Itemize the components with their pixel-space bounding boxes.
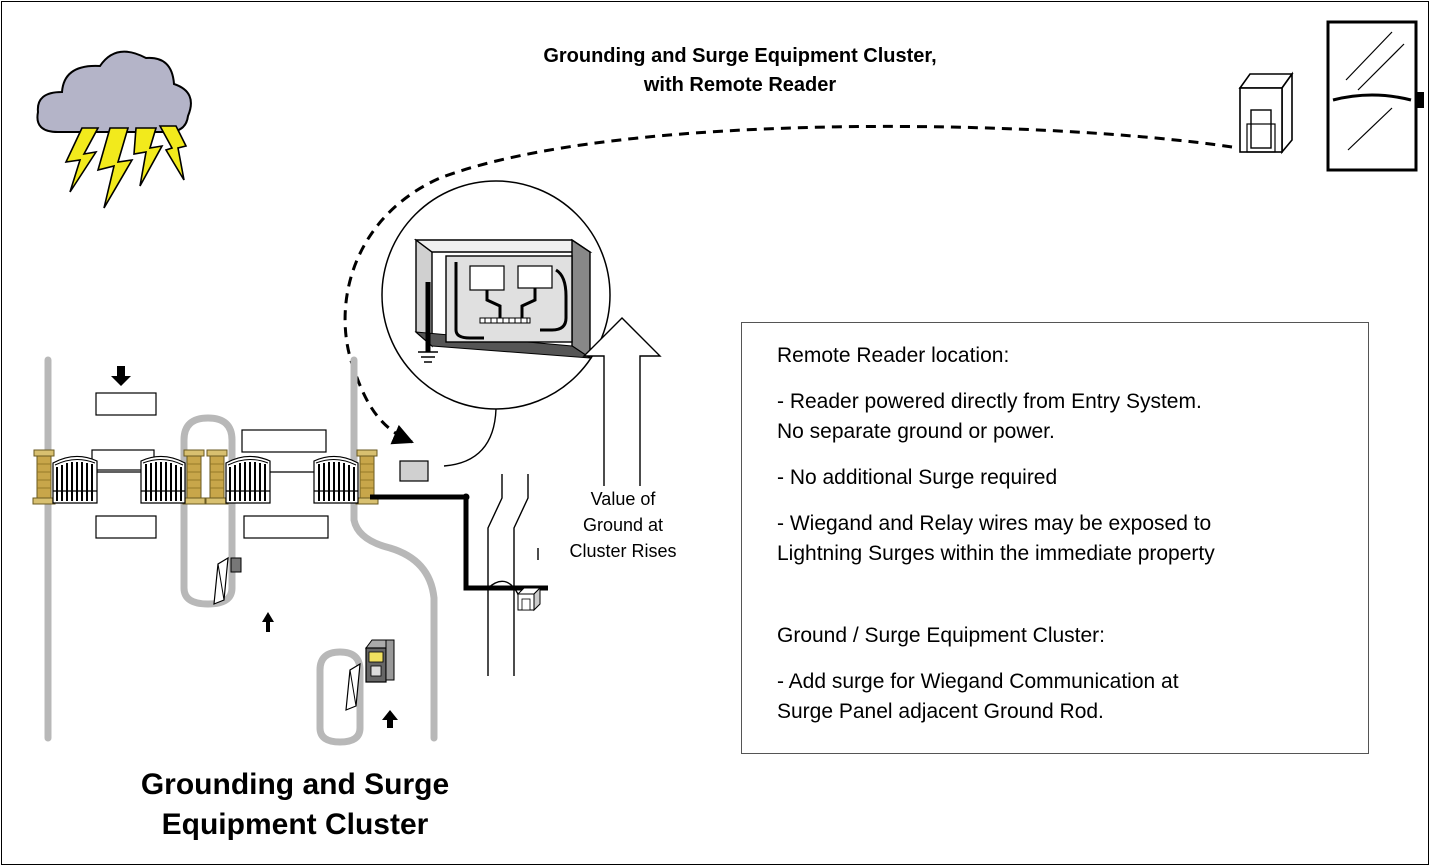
- ground-rise-label: Value of Ground at Cluster Rises: [548, 486, 698, 564]
- street-curb: [487, 474, 539, 676]
- remote-reader-note-power: - Reader powered directly from Entry Sys…: [777, 390, 1202, 443]
- lightning-bolt-icon: [64, 125, 188, 209]
- remote-reader-note-surge: - No additional Surge required: [777, 466, 1058, 489]
- remote-reader-icon: [1238, 71, 1294, 155]
- equipment-box-icon: [91, 392, 329, 539]
- surge-panel-callout: [381, 180, 611, 467]
- cluster-caption-line-1: Grounding and Surge: [140, 768, 450, 801]
- pedestal-box-icon: [516, 586, 542, 612]
- title-line-2: with Remote Reader: [643, 74, 837, 96]
- keypad-pedestal-icon: [365, 639, 395, 683]
- rising-ground-arrow: [582, 317, 662, 486]
- cluster-heading: Ground / Surge Equipment Cluster:: [777, 624, 1106, 647]
- ground-rise-label-line-3: Cluster Rises: [569, 541, 677, 561]
- notes-panel: Remote Reader location: - Reader powered…: [741, 322, 1369, 754]
- wiegand-wire-path: [343, 124, 1233, 445]
- diagram-title: Grounding and Surge Equipment Cluster, w…: [430, 42, 1050, 100]
- surge-panel-icon: [445, 255, 573, 343]
- cluster-note-wiegand: - Add surge for Wiegand Communication at…: [777, 670, 1179, 723]
- driveway-lanes: [44, 356, 438, 746]
- glass-door-icon: [1326, 20, 1424, 172]
- ground-rise-label-line-1: Value of: [590, 489, 656, 509]
- title-line-1: Grounding and Surge Equipment Cluster,: [543, 45, 937, 67]
- remote-reader-note-wires: - Wiegand and Relay wires may be exposed…: [777, 512, 1215, 565]
- remote-reader-heading: Remote Reader location:: [777, 344, 1010, 367]
- ground-symbol-icon: [418, 282, 438, 363]
- field-surge-box: [399, 460, 429, 482]
- cluster-caption: Grounding and Surge Equipment Cluster: [90, 765, 500, 845]
- buried-cable: [370, 494, 548, 591]
- card-reader-post-icon: [213, 557, 361, 711]
- ground-rise-label-line-2: Ground at: [582, 515, 664, 535]
- storm-cloud-icon: [36, 50, 192, 134]
- cluster-caption-line-2: Equipment Cluster: [161, 808, 429, 841]
- direction-arrow-icon: [111, 366, 398, 728]
- gate-icon: [52, 455, 359, 504]
